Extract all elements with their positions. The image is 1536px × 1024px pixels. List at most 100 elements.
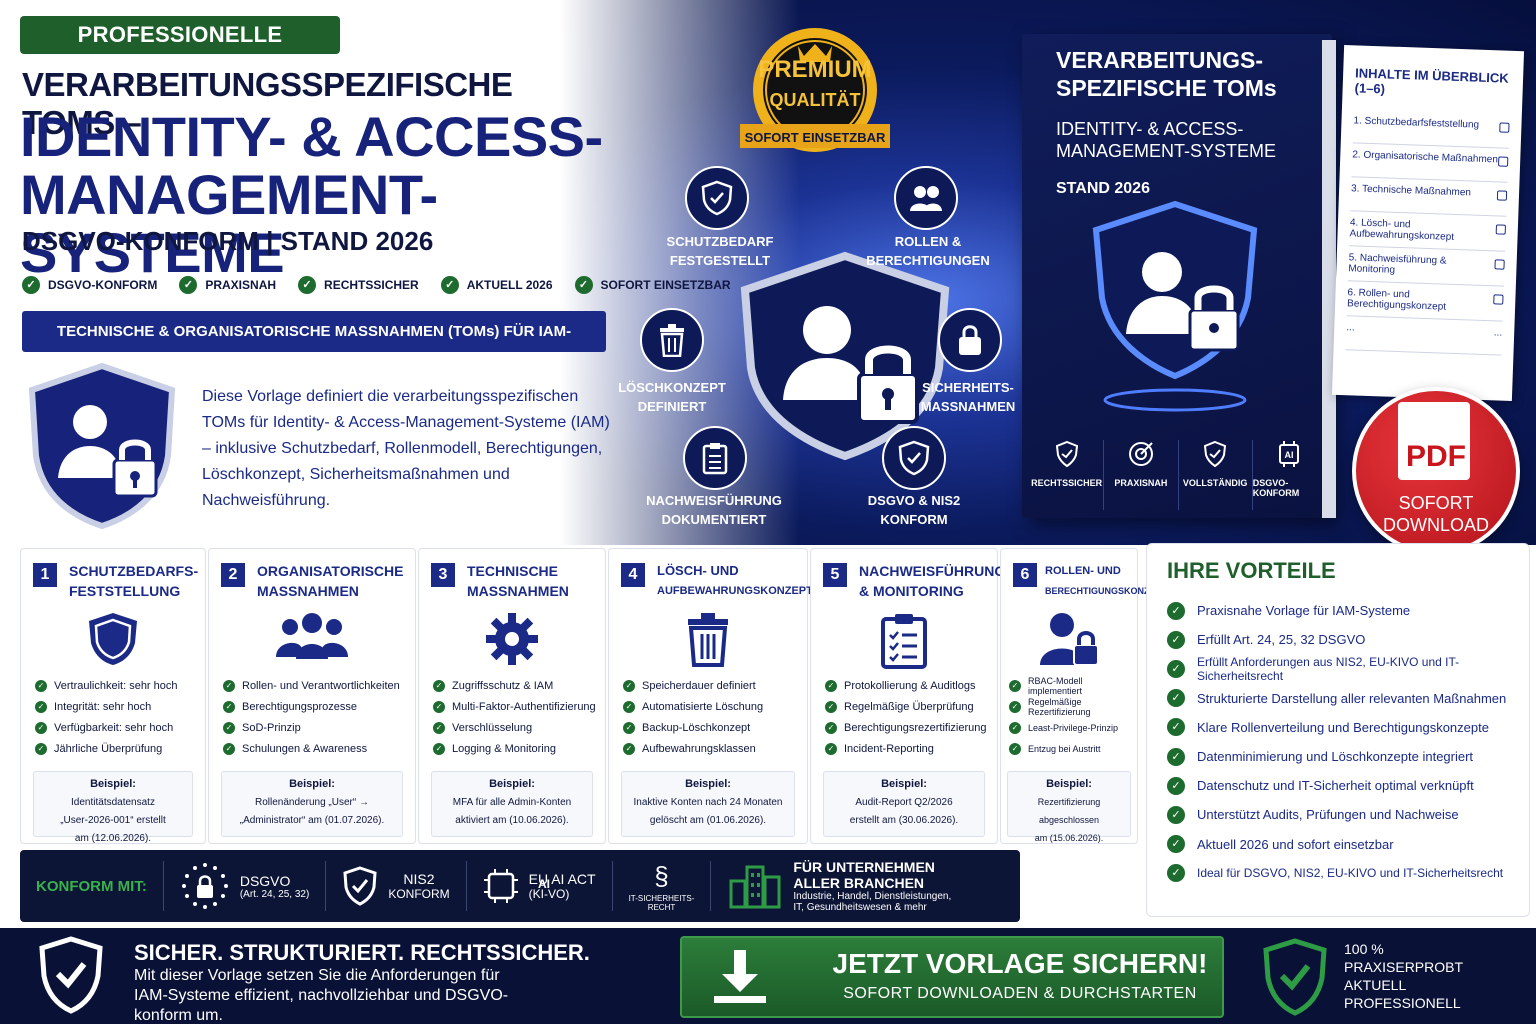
check-icon: ✓ xyxy=(223,721,235,734)
page-title-line2: IDENTITY- & ACCESS- xyxy=(20,105,603,168)
check-icon: ✓ xyxy=(1167,601,1185,620)
check-icon: ✓ xyxy=(223,742,235,755)
check-icon: ✓ xyxy=(1167,747,1185,766)
benefit-item: ✓Unterstützt Audits, Prüfungen und Nachw… xyxy=(1167,800,1509,829)
card-title: NACHWEISFÜHRUNG& MONITORING xyxy=(859,563,1006,599)
list-item: ✓Automatisierte Löschung xyxy=(623,696,801,717)
shield-check-icon xyxy=(39,936,103,1014)
book-pages xyxy=(1322,40,1336,518)
check-icon: ✓ xyxy=(433,700,445,713)
tom-banner: TECHNISCHE & ORGANISATORISCHE MASSNAHMEN… xyxy=(22,311,606,381)
feature-item: ✓AKTUELL 2026 xyxy=(440,274,553,296)
shield-check-icon xyxy=(1055,440,1078,468)
ai-chip-icon: AI xyxy=(1279,441,1300,467)
hero-item-schutzbedarf xyxy=(685,166,749,230)
quality-label: QUALITÄT xyxy=(769,90,861,110)
list-item: ✓Rollen- und Verantwortlichkeiten xyxy=(223,675,409,696)
trash-icon xyxy=(609,611,807,667)
checkbox-icon xyxy=(1494,259,1505,270)
toc-item: 1. Schutzbedarfsfeststellung xyxy=(1352,109,1510,149)
list-item: ✓Verschlüsselung xyxy=(433,717,599,738)
trash-icon xyxy=(640,308,704,372)
check-icon: ✓ xyxy=(433,742,445,755)
benefit-item: ✓Erfüllt Anforderungen aus NIS2, EU-KIVO… xyxy=(1167,654,1509,683)
svg-text:AI: AI xyxy=(1285,450,1294,460)
check-icon: ✓ xyxy=(440,276,459,294)
compliance-dsgvo: DSGVO(Art. 24, 25, 32) xyxy=(164,861,327,911)
shield-check-icon xyxy=(343,866,377,906)
check-icon: ✓ xyxy=(1167,776,1185,795)
toc-item: 6. Rollen- und Berechtigungskonzept xyxy=(1346,281,1504,322)
users-icon xyxy=(894,166,958,230)
hero-item-nachweis xyxy=(683,426,747,490)
center-shield-icon xyxy=(740,251,950,460)
list-item: ✓Speicherdauer definiert xyxy=(623,675,801,696)
cta-button[interactable] xyxy=(680,936,1224,1018)
paragraph-icon: § xyxy=(654,860,669,891)
check-icon: ✓ xyxy=(298,276,317,294)
template-badge: PROFESSIONELLE VORLAGE xyxy=(20,16,340,85)
checkbox-icon xyxy=(1498,156,1509,167)
premium-seal-icon xyxy=(740,28,890,152)
cta-main-label: JETZT VORLAGE SICHERN! xyxy=(832,948,1208,979)
benefit-item: ✓Erfüllt Art. 24, 25, 32 DSGVO xyxy=(1167,625,1509,654)
list-item: ✓Regelmäßige Überprüfung xyxy=(825,696,991,717)
list-item: ✓Zugriffsschutz & IAM xyxy=(433,675,599,696)
list-item: ✓Berechtigungsprozesse xyxy=(223,696,409,717)
list-item: ✓Protokollierung & Auditlogs xyxy=(825,675,991,696)
toc-title: INHALTE IM ÜBERBLICK (1–6) xyxy=(1354,65,1509,97)
check-icon: ✓ xyxy=(433,721,445,734)
book-date: STAND 2026 xyxy=(1056,180,1150,197)
hero-label-rollen: ROLLEN &BERECHTIGUNGEN xyxy=(866,234,990,268)
toc-sheet: INHALTE IM ÜBERBLICK (1–6) 1. Schutzbeda… xyxy=(1331,44,1525,402)
page-title-line1: VERARBEITUNGSSPEZIFISCHE TOMS – xyxy=(22,66,513,141)
list-item: ✓Vertraulichkeit: sehr hoch xyxy=(35,675,199,696)
list-item: ✓Schulungen & Awareness xyxy=(223,738,409,759)
check-icon: ✓ xyxy=(1009,742,1021,755)
shield-check-icon xyxy=(685,166,749,230)
book-shield-icon xyxy=(1092,200,1258,412)
book-icon-vollstaendig: VOLLSTÄNDIG xyxy=(1179,440,1253,510)
hero-item-rollen xyxy=(894,166,958,230)
toc-item: 5. Nachweisführung & Monitoring xyxy=(1347,246,1506,287)
download-icon xyxy=(714,950,766,1003)
list-item: ✓Least-Privilege-Prinzip xyxy=(1009,717,1131,738)
feature-item: ✓SOFORT EINSETZBAR xyxy=(574,274,731,296)
check-icon: ✓ xyxy=(1009,679,1021,692)
feature-item: ✓PRAXISNAH xyxy=(179,274,276,296)
user-lock-icon xyxy=(1001,611,1137,667)
clipboard-icon xyxy=(683,426,747,490)
footer-text: Mit dieser Vorlage setzen Sie die Anford… xyxy=(134,967,509,1024)
check-icon: ✓ xyxy=(35,700,47,713)
list-item: ✓Backup-Löschkonzept xyxy=(623,717,801,738)
card-list: ✓RBAC-Modell implementiert ✓Regelmäßige … xyxy=(1009,675,1131,759)
check-icon: ✓ xyxy=(825,742,837,755)
check-icon: ✓ xyxy=(1167,659,1185,678)
list-item: ✓Verfügbarkeit: sehr hoch xyxy=(35,717,199,738)
hero-item-dsgvo xyxy=(882,426,946,490)
check-icon: ✓ xyxy=(223,700,235,713)
check-icon: ✓ xyxy=(35,679,47,692)
feature-item: ✓DSGVO-KONFORM xyxy=(22,274,157,296)
book-title: VERARBEITUNGS-SPEZIFISCHE TOMs xyxy=(1056,47,1277,101)
check-icon: ✓ xyxy=(825,679,837,692)
compliance-it-recht: § IT-SICHERHEITS-RECHT xyxy=(613,860,712,912)
list-item: ✓Aufbewahrungsklassen xyxy=(623,738,801,759)
checkbox-icon xyxy=(1493,294,1504,305)
check-icon: ✓ xyxy=(623,700,635,713)
